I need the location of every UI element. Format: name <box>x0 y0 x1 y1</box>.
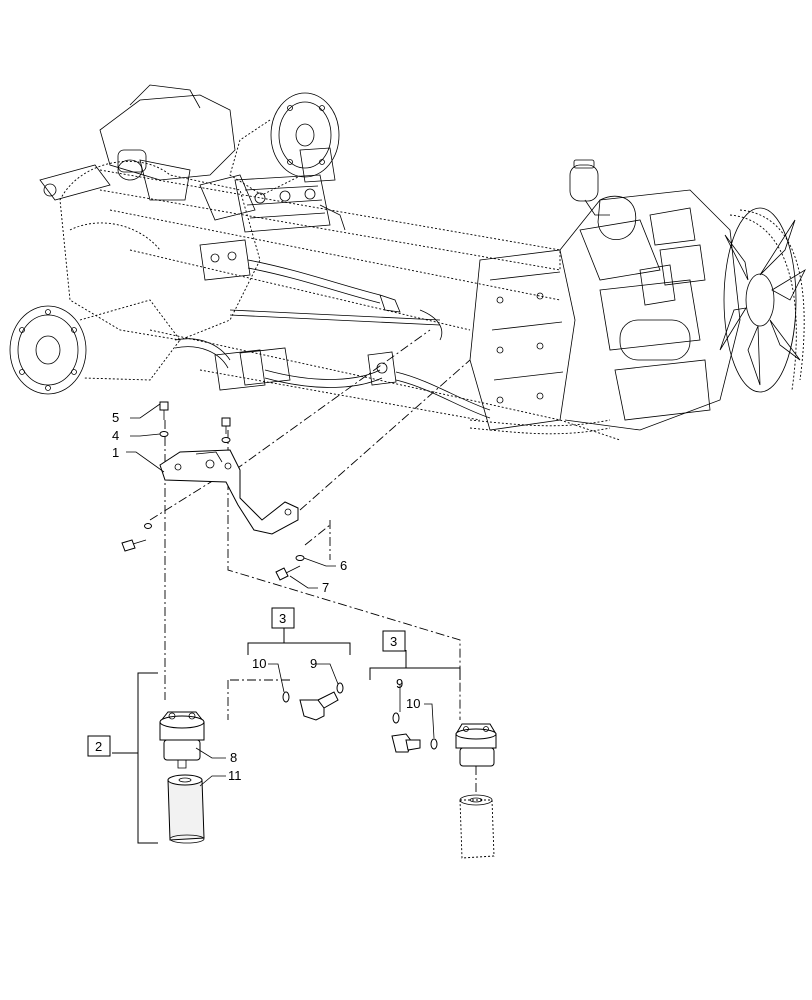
callout-item-4: 4 <box>112 428 119 443</box>
filter-element-left <box>167 774 205 844</box>
callout-item-9-right: 9 <box>396 676 403 691</box>
callout-item-8: 8 <box>230 750 237 765</box>
callout-item-10-upper: 10 <box>252 656 266 671</box>
hardware <box>121 401 305 581</box>
bolt-item-7 <box>275 567 289 581</box>
callout-item-1: 1 <box>112 445 119 460</box>
callout-item-5: 5 <box>112 410 119 425</box>
filter-head-right <box>455 723 497 767</box>
kit-bracket-right <box>369 667 461 680</box>
callout-item-11: 11 <box>228 768 242 783</box>
tractor-assembly <box>9 84 806 441</box>
callout-item-10-right: 10 <box>406 696 420 711</box>
kit-bracket-left <box>137 672 158 844</box>
bolt-item-5 <box>159 401 169 411</box>
engine <box>469 159 741 431</box>
filter-head-left <box>159 711 205 769</box>
o-ring-item-10-upper <box>282 691 290 703</box>
o-ring-item-10-right <box>430 738 438 750</box>
washer-item-4 <box>159 431 169 437</box>
callout-item-9-upper: 9 <box>310 656 317 671</box>
kit-box-2: 2 <box>87 735 111 757</box>
filter-element-right <box>459 766 495 859</box>
svg-text:3: 3 <box>390 634 397 649</box>
callout-item-7: 7 <box>322 580 329 595</box>
mid-hydraulic-lines <box>174 239 491 419</box>
alignment-lines <box>149 329 471 720</box>
kit-box-3-right: 3 <box>382 630 406 652</box>
fitting-kit-right <box>391 712 438 753</box>
washer-item-6 <box>295 555 305 561</box>
callout-item-6: 6 <box>340 558 347 573</box>
mounting-bracket <box>159 449 299 535</box>
radiator-fan <box>719 207 806 393</box>
kit-bracket-upper <box>247 642 351 655</box>
svg-text:2: 2 <box>95 739 102 754</box>
rear-hub-left <box>9 299 181 395</box>
leader-lines <box>126 403 435 787</box>
svg-text:3: 3 <box>279 611 286 626</box>
fitting-kit-upper <box>282 682 344 721</box>
o-ring-item-9-right <box>392 712 400 724</box>
control-valve <box>234 147 346 233</box>
kit-box-3-upper: 3 <box>271 607 295 629</box>
o-ring-item-9-upper <box>336 682 344 694</box>
lift-housing <box>39 84 256 221</box>
